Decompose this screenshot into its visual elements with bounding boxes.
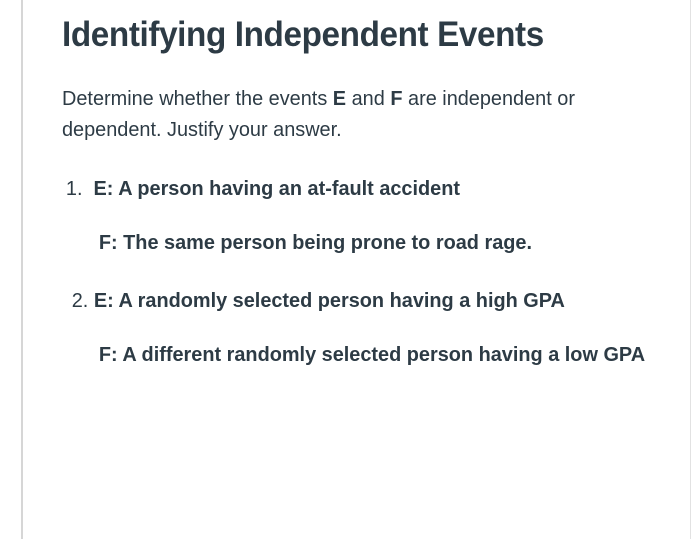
right-vertical-rule (690, 0, 691, 539)
question-2-event-f: F: A different randomly selected person … (98, 343, 646, 367)
question-1-event-e (82, 177, 93, 200)
instruction-text-part-1: Determine whether the events (62, 87, 333, 110)
question-list: 1. E: A person having an at-fault accide… (62, 146, 682, 371)
question-2-event-e-text: E: A randomly selected person having a h… (93, 289, 565, 313)
list-marker-2: 2. (71, 289, 89, 313)
instruction-text-part-2: and (346, 87, 391, 110)
list-item: 1. E: A person having an at-fault accide… (62, 146, 663, 204)
event-f-label: F (390, 87, 403, 110)
instruction-paragraph: Determine whether the events E and F are… (62, 52, 605, 146)
instruction-text-part-3: are independent or dependent. Justify yo… (62, 87, 575, 141)
list-item: 2. E: A randomly selected person having … (62, 258, 663, 316)
content-column: Identifying Independent Events Determine… (62, 0, 682, 371)
list-marker-1: 1. (65, 176, 83, 200)
event-e-label: E (332, 87, 347, 110)
question-1-event-f: F: The same person being prone to road r… (98, 230, 532, 254)
page-title: Identifying Independent Events (62, 15, 544, 54)
left-vertical-rule (21, 0, 23, 539)
question-1-event-e-text: E: A person having an at-fault accident (93, 176, 461, 200)
